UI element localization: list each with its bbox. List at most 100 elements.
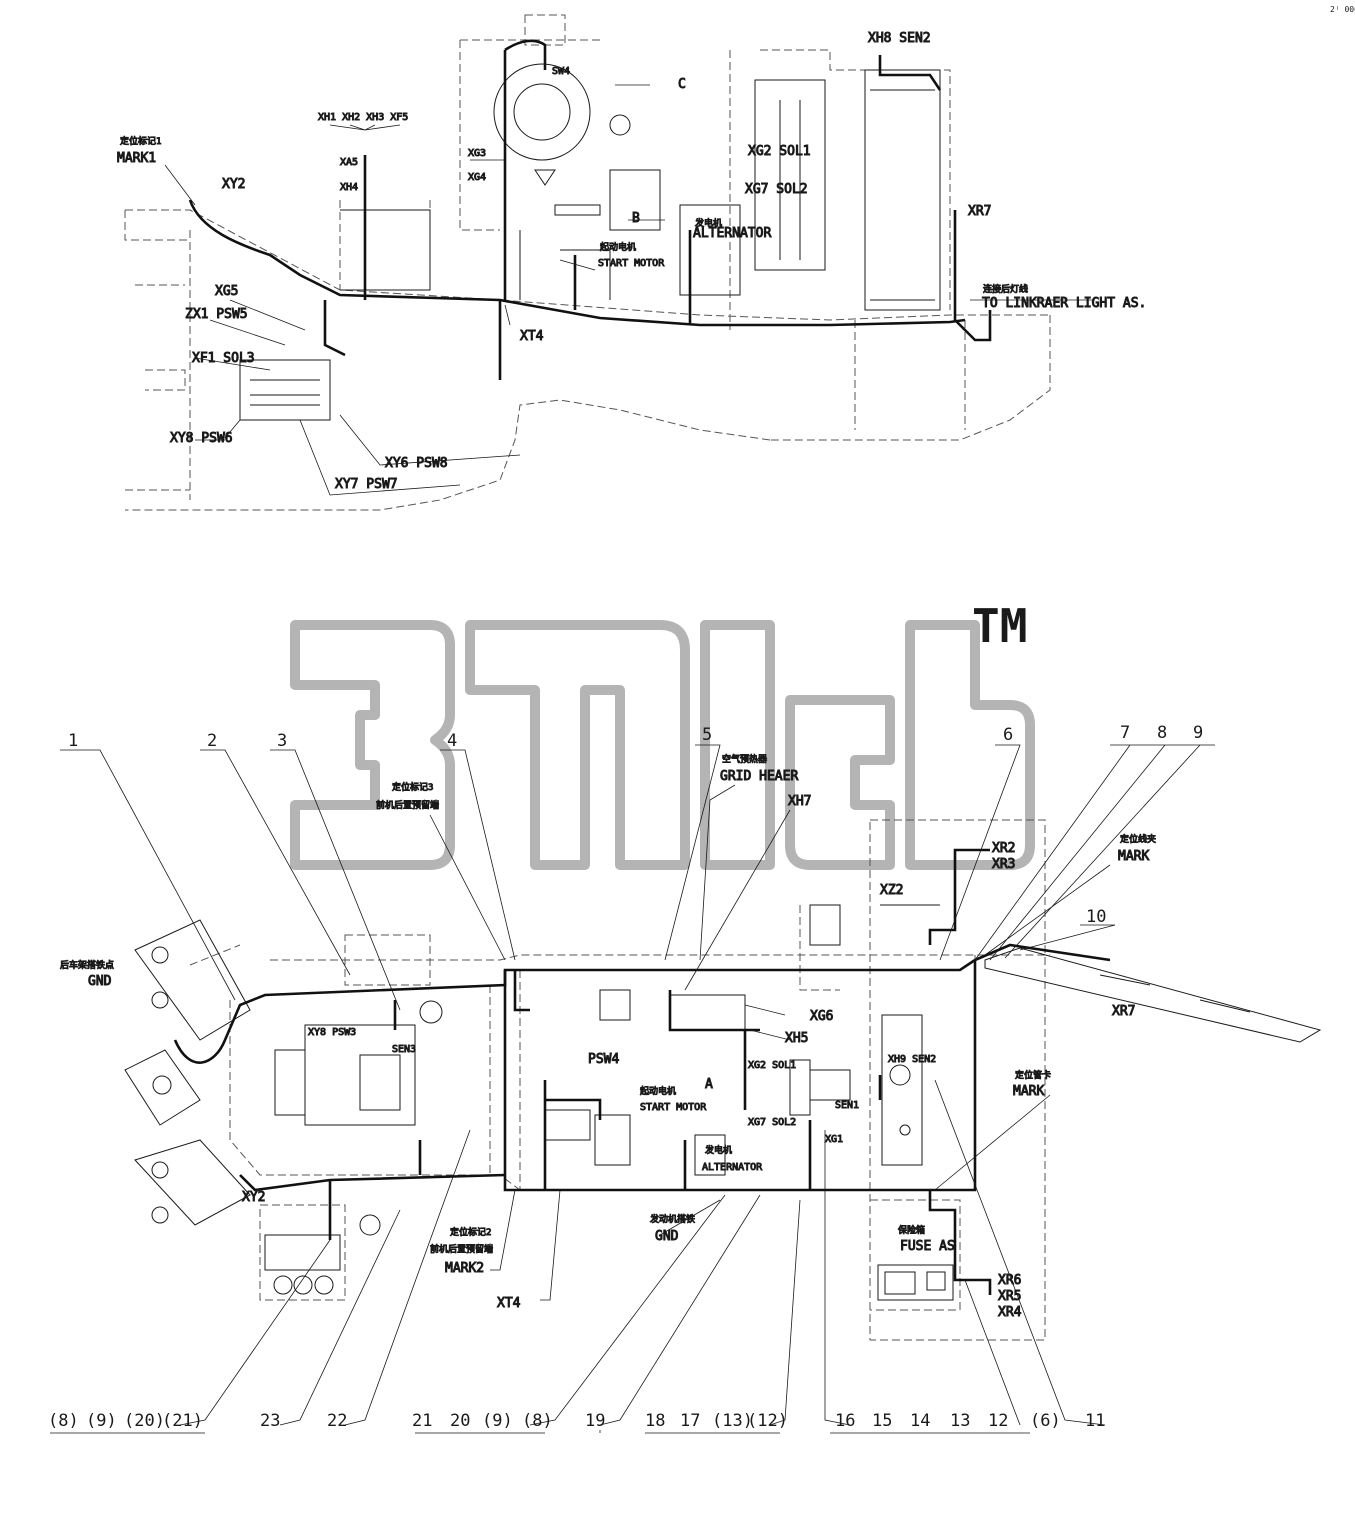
plan-components [264,904,1322,1301]
fuse-cn: 保险箱 [898,1224,925,1236]
plan-view: 后车架搭铁点 GND XY8 PSW3 SEN3 定位标记3 前机后置预留端 空… [50,744,1322,1434]
callout-13: 13 [950,1411,970,1431]
callout-20: 20 [450,1411,470,1431]
xr7-label: XR7 [968,204,991,219]
plan-frame-outline [189,819,1050,1341]
sen1-label: SEN1 [835,1100,859,1111]
callout-6: 6 [1003,725,1013,745]
gnd-cn: 发动机搭铁 [650,1213,695,1225]
xg5-label: XG5 [215,284,238,299]
callouts-bottom: (8) (9) (20) (21) 23 22 21 20 (9) (8) 19… [48,1411,1105,1431]
side-chassis-outline [124,14,1051,511]
side-leaders [164,84,1095,496]
xr2-label: XR2 [992,841,1015,856]
plan-hinge [124,919,251,1226]
grid-cn: 空气预热器 [722,753,767,765]
xr5-label: XR5 [998,1289,1021,1304]
plan-start-motor-label: START MOTOR [640,1102,707,1113]
watermark-logo: TM [290,599,1035,870]
mark2-cn: 定位标记2 [450,1226,491,1238]
callout-c-12: (12) [747,1411,788,1431]
side-view: 定位标记1 MARK1 XY2 XH1 XH2 XH3 XF5 XA5 XH4 … [117,14,1147,511]
mark-top-cn: 定位线夹 [1120,833,1156,845]
sen3-label: SEN3 [392,1044,416,1055]
linkraer-label: TO LINKRAER LIGHT AS. [982,296,1146,311]
callout-b-8: (8) [48,1411,79,1431]
xa5-label: XA5 [340,157,358,168]
start-motor-cn: 起动电机 [600,241,636,253]
callout-2: 2 [207,731,217,751]
side-harness [188,39,992,380]
watermark-tm: TM [972,599,1027,653]
gnd-label: GND [655,1229,679,1244]
callout-17: 17 [680,1411,700,1431]
mark-right-cn: 定位管卡 [1015,1069,1051,1081]
xr6-label: XR6 [998,1273,1021,1288]
xh8-label: XH8 SEN2 [868,31,931,46]
mark1-cn: 定位标记1 [120,135,161,147]
callout-11: 11 [1085,1411,1105,1431]
xg4-label: XG4 [468,172,486,183]
zx1-label: ZX1 PSW5 [185,307,248,322]
xy6-label: XY6 PSW8 [385,456,448,471]
mark2-cn2: 前机后置预留端 [430,1243,493,1255]
callouts-top: 1 2 3 4 5 6 7 8 9 10 [68,723,1203,927]
callout-21: 21 [412,1411,432,1431]
callout-c-8: (8) [522,1411,553,1431]
b-label: B [632,211,640,226]
callout-b-20: (20) [124,1411,165,1431]
callout-18: 18 [645,1411,665,1431]
mark3-cn: 定位标记3 [392,781,433,793]
start-motor-label: START MOTOR [598,258,665,269]
plan-xt4-label: XT4 [497,1296,521,1311]
callout-b-9: (9) [86,1411,117,1431]
callout-b-21: (21) [162,1411,203,1431]
xy2-label: XY2 [222,177,245,192]
xg7-label: XG7 SOL2 [745,182,808,197]
callout-7: 7 [1120,723,1130,743]
c-label: C [678,77,686,92]
callout-14: 14 [910,1411,930,1431]
mark2-label: MARK2 [445,1261,484,1276]
sw4-label: SW4 [552,66,570,77]
callout-1: 1 [68,731,78,751]
plan-xg7-label: XG7 SOL2 [748,1117,796,1128]
gnd-left-cn: 后车架搭铁点 [60,959,114,971]
callout-c-6: (6) [1030,1411,1061,1431]
xy7-label: XY7 PSW7 [335,477,398,492]
xh5-label: XH5 [785,1031,808,1046]
plan-xg2-label: XG2 SOL1 [748,1060,796,1071]
callout-22: 22 [327,1411,347,1431]
plan-alternator-cn: 发电机 [705,1144,732,1156]
gnd-left-label: GND [88,974,112,989]
plan-start-motor-cn: 起动电机 [640,1085,676,1097]
xh7-label: XH7 [788,794,811,809]
callout-10: 10 [1086,907,1106,927]
corner-note: 2⁾ 000 [1330,5,1355,14]
grid-label: GRID HEAER [720,769,798,784]
callout-9: 9 [1193,723,1203,743]
mark3-cn2: 前机后置预留端 [376,799,439,811]
xf1-label: XF1 SOL3 [192,351,255,366]
xz2-label: XZ2 [880,883,903,898]
callout-8: 8 [1157,723,1167,743]
alternator-label: ALTERNATOR [693,226,771,241]
callout-5: 5 [702,725,712,745]
plan-xy2-label: XY2 [242,1190,265,1205]
fuse-label: FUSE AS [900,1239,955,1254]
xg6-label: XG6 [810,1009,833,1024]
plan-harness [173,848,1111,1295]
callout-19: 19 [585,1411,605,1431]
xr3-label: XR3 [992,857,1015,872]
callout-15: 15 [872,1411,892,1431]
a-label: A [705,1077,713,1092]
xg3-label: XG3 [468,148,486,159]
linkraer-cn: 连接后灯线 [983,283,1028,295]
callout-c-9: (9) [482,1411,513,1431]
plan-alternator-label: ALTERNATOR [702,1162,763,1173]
alternator-cn: 发电机 [695,217,722,229]
xh-group-label: XH1 XH2 XH3 XF5 [318,112,408,123]
xg1-label: XG1 [825,1134,843,1145]
callout-3: 3 [277,731,287,751]
